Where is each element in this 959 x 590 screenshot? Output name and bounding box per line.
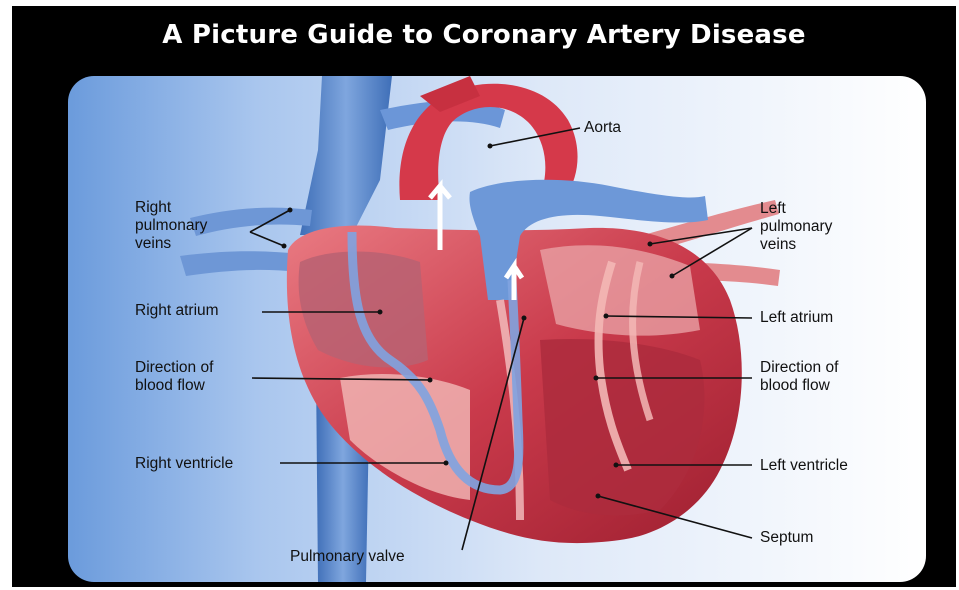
label-right-pulmonary-veins: Right pulmonary veins: [135, 199, 207, 253]
label-pulmonary-valve: Pulmonary valve: [290, 548, 405, 566]
label-left-atrium: Left atrium: [760, 309, 833, 327]
label-septum: Septum: [760, 529, 813, 547]
label-left-ventricle: Left ventricle: [760, 457, 848, 475]
label-aorta: Aorta: [584, 119, 621, 137]
superior-vena-cava: [300, 76, 392, 235]
label-right-atrium: Right atrium: [135, 302, 219, 320]
label-direction-of-blood-flow-right: Direction of blood flow: [760, 359, 838, 395]
leader-right-pulmonary-lower: [250, 232, 284, 246]
label-left-pulmonary-veins: Left pulmonary veins: [760, 200, 832, 254]
label-direction-of-blood-flow-left: Direction of blood flow: [135, 359, 213, 395]
right-pulmonary-vein-lower: [180, 251, 300, 276]
label-right-ventricle: Right ventricle: [135, 455, 233, 473]
